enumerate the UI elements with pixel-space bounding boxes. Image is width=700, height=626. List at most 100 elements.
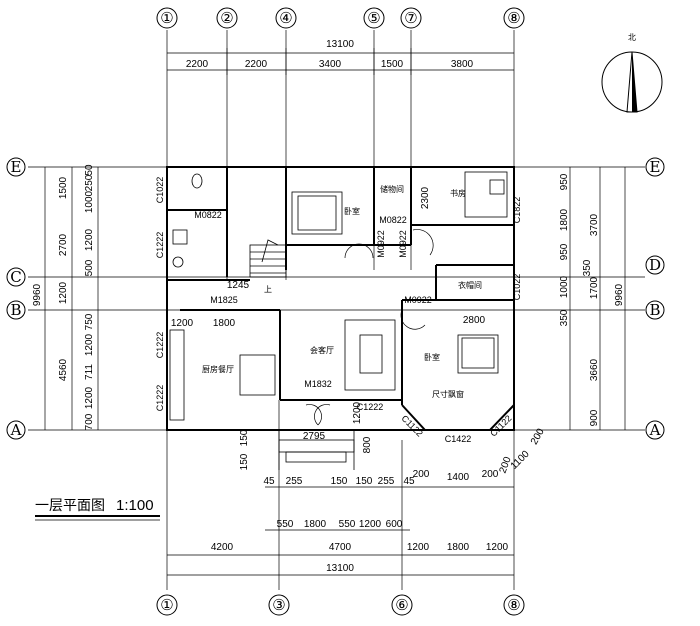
axis-left-c: C <box>10 268 21 286</box>
code-m1825: M1825 <box>210 295 238 305</box>
code-c1022-b: C1022 <box>512 274 522 301</box>
dim-b2-4: 1200 <box>359 519 382 530</box>
dim-inner-2300: 2300 <box>420 186 431 209</box>
dim-inner-1200: 1200 <box>171 318 194 329</box>
room-storage: 储物间 <box>380 184 404 194</box>
dim-inner-200b: 200 <box>529 426 547 446</box>
code-m0922-c: M0922 <box>404 295 432 305</box>
dim-b3-8: 1400 <box>447 472 470 483</box>
dim-right-in-2: 1800 <box>559 208 570 231</box>
axis-bottom-6: ⑥ <box>395 596 408 614</box>
axis-right-a: A <box>649 421 661 439</box>
axis-bottom-1: ① <box>160 596 173 614</box>
dim-b2-1: 550 <box>277 519 294 530</box>
dim-b3-7: 200 <box>413 469 430 480</box>
room-bedroom-2: 卧室 <box>424 352 440 362</box>
dim-left-outer-4: 4560 <box>58 358 69 381</box>
axis-top-7: ⑦ <box>404 9 417 27</box>
axis-bubbles-bottom: ① ③ ⑥ ⑧ <box>156 594 525 616</box>
code-m0822-a: M0822 <box>194 210 222 220</box>
dim-top-total: 13100 <box>326 39 354 50</box>
code-c1122-b: C1122 <box>488 413 513 438</box>
axis-right-d: D <box>649 256 661 274</box>
axis-top-8: ⑧ <box>507 9 520 27</box>
dim-left-in-6: 750 <box>84 313 95 330</box>
dim-right-outer-3: 3660 <box>589 358 600 381</box>
north-label: 北 <box>628 33 636 42</box>
axis-top-1: ① <box>160 9 173 27</box>
axis-right-e: E <box>650 158 661 176</box>
dim-left-outer-1: 1500 <box>58 176 69 199</box>
dim-right-in-6: 350 <box>559 309 570 326</box>
dim-bottom-seg-2: 4700 <box>329 542 352 553</box>
dim-top-seg-4: 1500 <box>381 59 404 70</box>
dim-b3-4: 150 <box>356 476 373 487</box>
dim-right-in-5: 1000 <box>559 275 570 298</box>
dim-porch-800: 800 <box>362 436 373 453</box>
code-c1222-c: C1222 <box>155 385 165 412</box>
dim-bottom-seg-1: 4200 <box>211 542 234 553</box>
code-m0822-b: M0822 <box>379 215 407 225</box>
dim-left-in-8: 711 <box>84 364 95 380</box>
dim-right-in-4: 350 <box>582 259 593 276</box>
dim-left-total: 9960 <box>32 283 43 306</box>
axis-left-a: A <box>10 421 22 439</box>
room-study: 书房 <box>450 188 466 198</box>
axis-left-b: B <box>10 301 21 319</box>
dim-right-total: 9960 <box>614 283 625 306</box>
axis-bubbles-right: E D B A <box>645 157 665 440</box>
axis-top-2: ② <box>220 9 233 27</box>
axis-top-5: ⑤ <box>367 9 380 27</box>
code-m1832: M1832 <box>304 379 332 389</box>
axis-bottom-8: ⑧ <box>507 596 520 614</box>
dim-b2-5: 600 <box>386 519 403 530</box>
axis-bottom-3: ③ <box>272 596 285 614</box>
dim-inner-2800: 2800 <box>463 315 486 326</box>
dim-inner-1800: 1800 <box>213 318 236 329</box>
dim-bottom-seg-3: 1200 <box>407 542 430 553</box>
dim-right-outer-2: 1700 <box>589 276 600 299</box>
code-c1222-a: C1222 <box>155 232 165 259</box>
dim-bottom-seg-4: 1800 <box>447 542 470 553</box>
dim-porch-150a: 150 <box>239 429 250 446</box>
dim-left-outer-3: 1200 <box>58 281 69 304</box>
dim-left-outer-2: 2700 <box>58 233 69 256</box>
dim-b3-1: 45 <box>263 476 275 487</box>
room-living: 会客厅 <box>310 345 334 355</box>
dim-top-seg-3: 3400 <box>319 59 342 70</box>
dim-right-in-7: 900 <box>589 409 600 426</box>
dim-b3-3: 150 <box>331 476 348 487</box>
room-kitchen-dining: 厨房餐厅 <box>202 364 234 374</box>
dim-b2-2: 1800 <box>304 519 327 530</box>
dim-porch-1200: 1200 <box>352 401 363 424</box>
dim-right-outer-1: 3700 <box>589 213 600 236</box>
dim-left-in-7: 1200 <box>84 333 95 356</box>
dim-left-in-4: 1200 <box>84 228 95 251</box>
code-c1022-a: C1022 <box>155 177 165 204</box>
plan-scale: 1:100 <box>116 497 154 514</box>
dim-top-seg-2: 2200 <box>245 59 268 70</box>
dim-top-seg-5: 3800 <box>451 59 474 70</box>
dim-left-in-10: 700 <box>84 413 95 430</box>
dim-b2-3: 550 <box>339 519 356 530</box>
dim-left-in-2: 250 <box>84 174 95 191</box>
room-bedroom-1: 卧室 <box>344 206 360 216</box>
code-c1222-d: C1222 <box>357 402 384 412</box>
axis-bubbles-top: ① ② ④ ⑤ ⑦ ⑧ <box>156 7 525 29</box>
axis-left-e: E <box>11 158 22 176</box>
plan-title: 一层平面图 <box>35 498 105 514</box>
north-arrow: 北 <box>601 33 663 113</box>
dim-left-in-9: 1200 <box>84 386 95 409</box>
dim-inner-200a: 200 <box>498 455 514 475</box>
code-m0922-a: M0922 <box>376 230 386 258</box>
dim-bottom-total: 13100 <box>326 563 354 574</box>
dim-b3-6: 45 <box>403 476 415 487</box>
stair-label: 上 <box>264 285 272 294</box>
dim-porch-150b: 150 <box>239 453 250 470</box>
dim-right-in-1: 950 <box>559 173 570 190</box>
code-c1422: C1422 <box>445 434 472 444</box>
dim-right-in-3: 950 <box>559 243 570 260</box>
code-m0922-b: M0922 <box>398 230 408 258</box>
code-c1222-b: C1222 <box>155 332 165 359</box>
dim-left-in-5: 500 <box>84 259 95 276</box>
